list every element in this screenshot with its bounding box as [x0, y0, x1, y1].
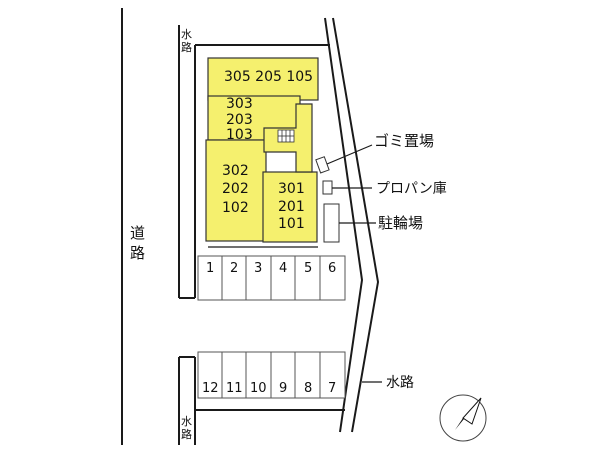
site-boundary-right-outer [324, 17, 364, 433]
parking-number: 6 [328, 261, 336, 276]
parking-lot [245, 255, 272, 301]
building-block-a [207, 57, 319, 101]
waterway-label-right: 水路 [386, 375, 414, 391]
parking-number: 4 [279, 261, 287, 276]
parking-lot [294, 255, 321, 301]
parking-lot [270, 255, 296, 301]
bicycle-label: 駐輪場 [378, 214, 423, 232]
parking-lot [197, 255, 223, 301]
units-305-205-105: 305 205 105 [224, 69, 313, 85]
parking-lot [319, 351, 346, 399]
unit-201: 201 [278, 199, 305, 215]
unit-301: 301 [278, 181, 305, 197]
unit-203: 203 [226, 112, 253, 128]
unit-302: 302 [222, 163, 249, 179]
unit-202: 202 [222, 181, 249, 197]
parking-number: 5 [304, 261, 312, 276]
garbage-label: ゴミ置場 [374, 132, 434, 150]
parking-lot [245, 351, 272, 399]
waterway-label-top: 水路 [181, 28, 192, 54]
parking-number: 10 [250, 381, 267, 396]
parking-number: 12 [202, 381, 219, 396]
parking-lot [221, 255, 247, 301]
parking-number: 9 [279, 381, 287, 396]
site-boundary-right-inner [332, 17, 380, 433]
parking-number: 2 [230, 261, 238, 276]
unit-101: 101 [278, 216, 305, 232]
parking-number: 8 [304, 381, 312, 396]
parking-number: 11 [226, 381, 243, 396]
bicycle-parking-box [323, 203, 340, 243]
parking-number: 1 [206, 261, 214, 276]
road-label: 道路 [130, 224, 145, 262]
building-block-d [262, 171, 318, 243]
parking-row-bottom: 12 11 10 9 8 7 [197, 351, 346, 399]
propane-storage-box [322, 180, 333, 195]
propane-label: プロパン庫 [376, 180, 447, 197]
unit-103: 103 [226, 127, 253, 143]
parking-row-top: 1 2 3 4 5 6 [197, 255, 346, 301]
stairs-icon [277, 129, 295, 143]
garbage-leader [326, 144, 373, 165]
building-block-c [205, 139, 267, 242]
unit-303: 303 [226, 96, 253, 112]
parking-lot [270, 351, 296, 399]
parking-number: 3 [254, 261, 262, 276]
parking-lot [319, 255, 346, 301]
unit-102: 102 [222, 200, 249, 216]
north-arrow-icon [439, 394, 487, 442]
parking-number: 7 [328, 381, 336, 396]
waterway-label-bottom: 水路 [181, 415, 192, 441]
garbage-area-box [315, 156, 330, 174]
